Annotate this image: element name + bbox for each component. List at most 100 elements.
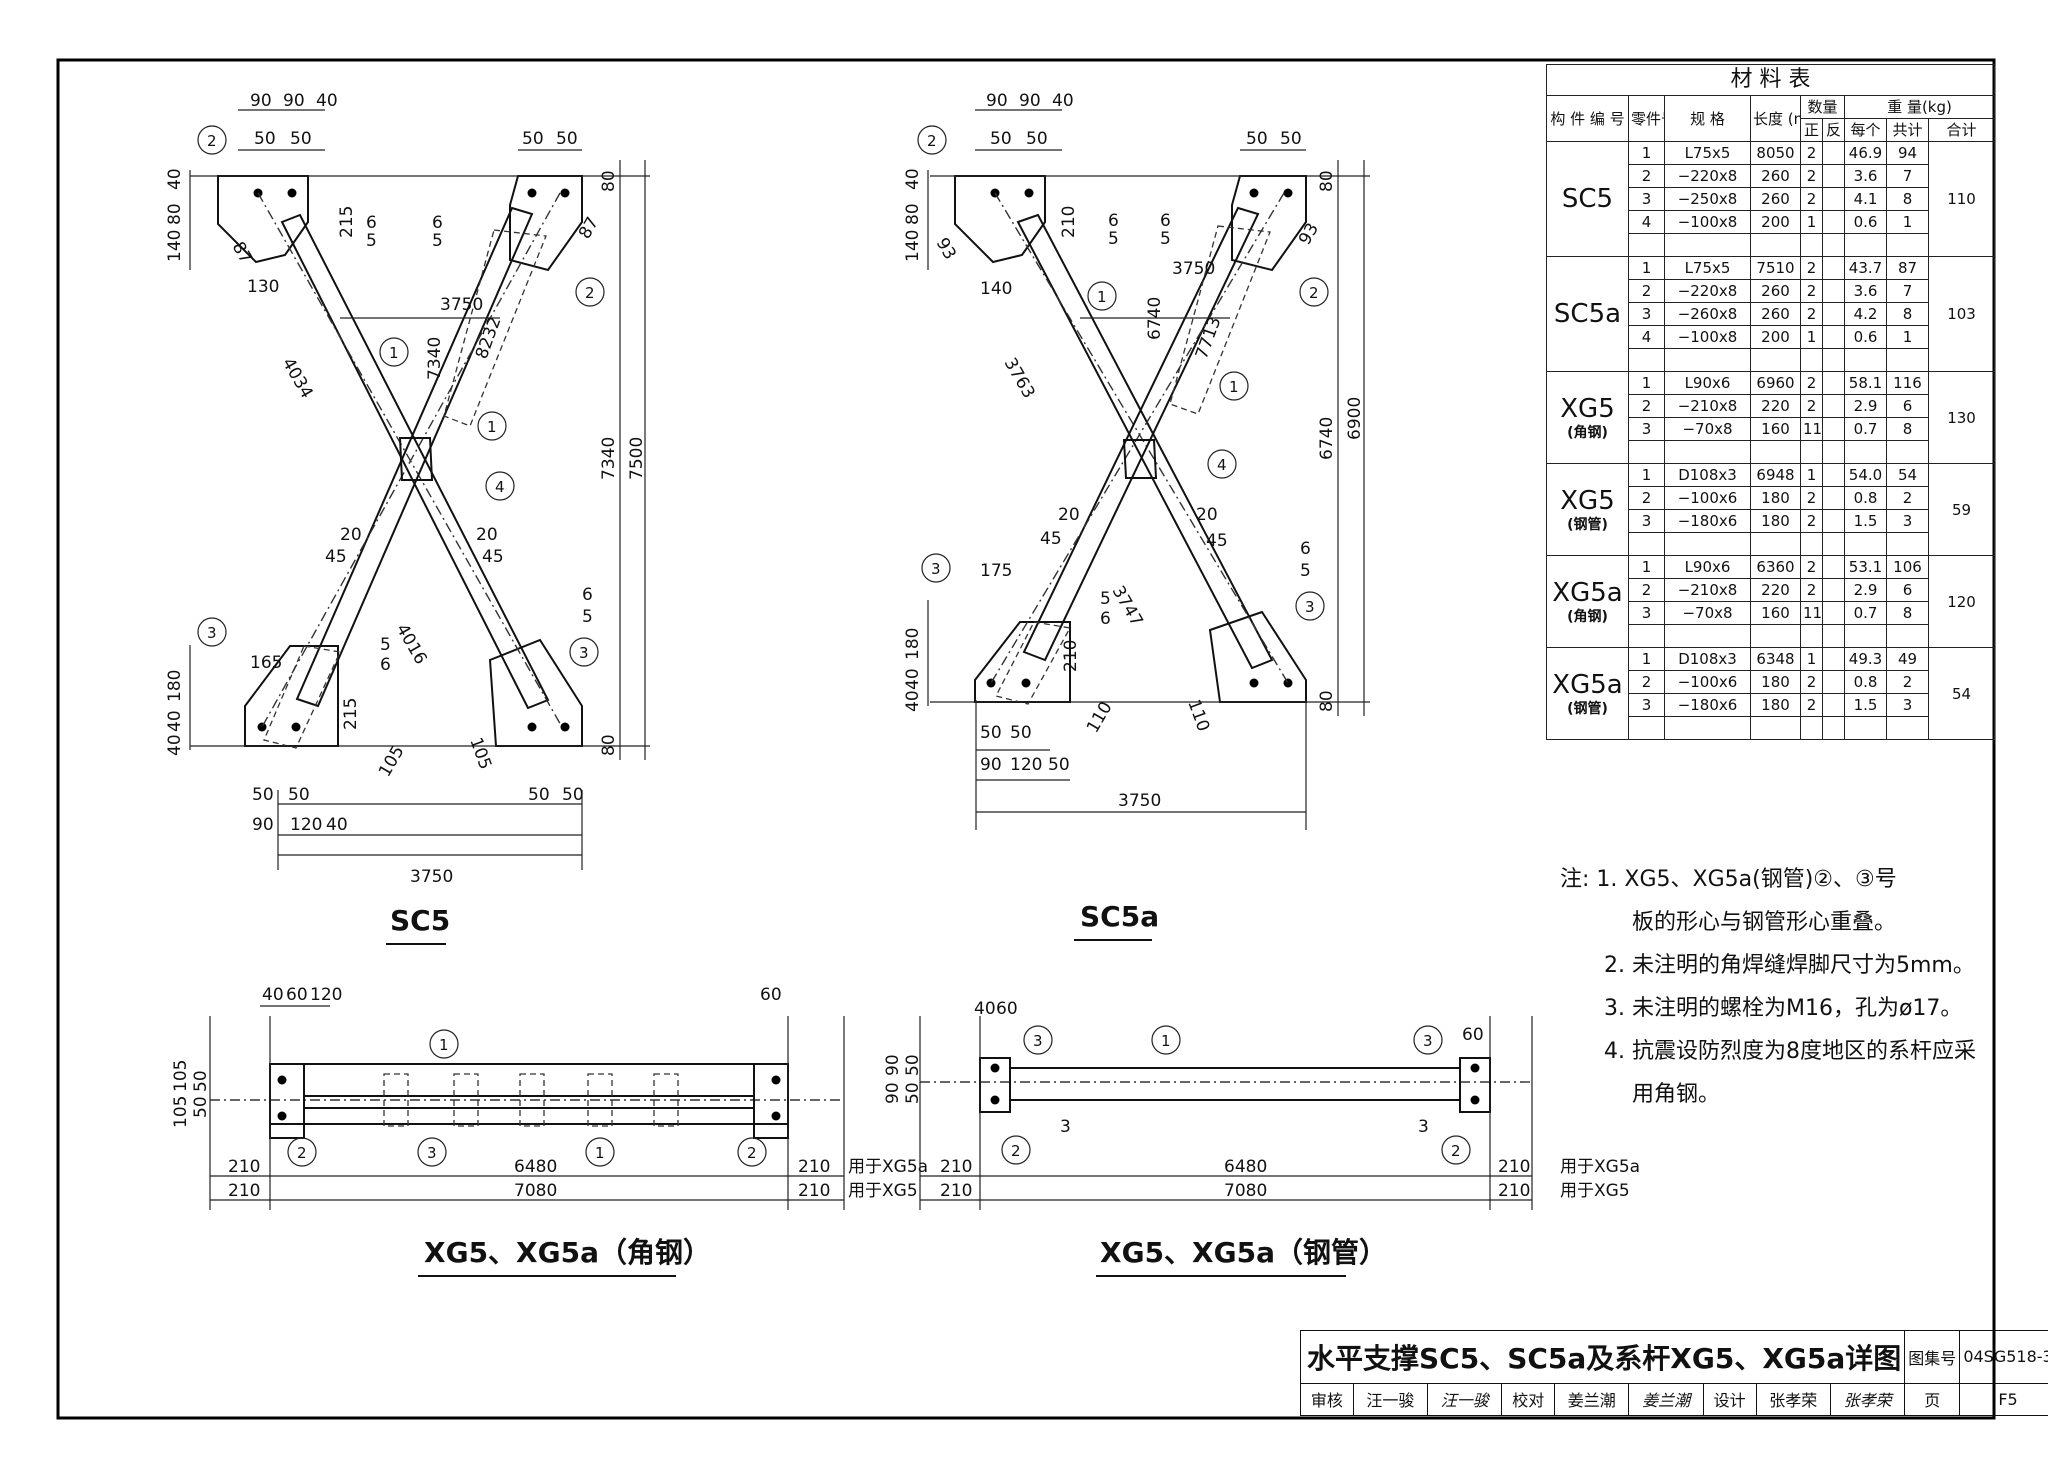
svg-text:用于XG5a: 用于XG5a: [1560, 1157, 1640, 1177]
svg-text:1: 1: [487, 418, 497, 436]
cell-each: 49.3: [1844, 647, 1887, 671]
svg-text:50: 50: [1246, 129, 1268, 149]
cell-empty: [1750, 440, 1801, 464]
svg-text:50: 50: [1048, 755, 1070, 775]
cell-neg: [1822, 279, 1845, 303]
svg-text:6480: 6480: [514, 1157, 557, 1177]
cell-spec: L90x6: [1664, 371, 1751, 395]
svg-text:2: 2: [747, 1144, 757, 1162]
svg-text:1: 1: [1229, 378, 1239, 396]
cell-neg: [1822, 486, 1845, 510]
svg-text:80: 80: [599, 170, 619, 192]
svg-text:45: 45: [482, 547, 504, 567]
svg-text:1: 1: [1161, 1032, 1171, 1050]
cell-empty: [1844, 716, 1887, 740]
cell-neg: [1822, 256, 1845, 280]
cell-len: 6348: [1750, 647, 1801, 671]
svg-text:210: 210: [1059, 206, 1079, 238]
svg-text:6: 6: [1100, 609, 1111, 629]
table-row-spacer: [1547, 233, 1995, 257]
cell-empty: [1664, 624, 1751, 648]
svg-text:1: 1: [439, 1036, 449, 1054]
svg-text:60: 60: [996, 999, 1018, 1019]
svg-text:3: 3: [1033, 1032, 1043, 1050]
cell-spec: −70x8: [1664, 417, 1751, 441]
cell-spec: D108x3: [1664, 647, 1751, 671]
cell-empty: [1664, 233, 1751, 257]
cell-total: 49: [1886, 647, 1929, 671]
cell-spec: −210x8: [1664, 394, 1751, 418]
svg-text:50: 50: [288, 785, 310, 805]
member-code-text: XG5: [1560, 485, 1615, 516]
cell-len: 260: [1750, 187, 1801, 211]
hdr-qty: 数量: [1800, 95, 1845, 119]
cell-empty: [1822, 532, 1845, 556]
cell-neg: [1822, 647, 1845, 671]
atlas-label: 图集号: [1904, 1330, 1961, 1384]
svg-text:3: 3: [1423, 1032, 1433, 1050]
svg-text:2: 2: [297, 1144, 307, 1162]
cell-empty: [1800, 624, 1823, 648]
hdr-sum: 合计: [1927, 118, 1996, 142]
svg-text:90: 90: [283, 91, 305, 111]
cell-no: 3: [1628, 417, 1665, 441]
svg-text:80: 80: [1317, 690, 1337, 712]
svg-text:45: 45: [325, 547, 347, 567]
svg-text:40: 40: [974, 999, 996, 1019]
svg-text:40: 40: [326, 815, 348, 835]
sc5a-title: SC5a: [1080, 900, 1159, 933]
cell-len: 160: [1750, 417, 1801, 441]
svg-text:7080: 7080: [1224, 1181, 1267, 1201]
cell-neg: [1822, 578, 1845, 602]
member-sub: (钢管): [1567, 516, 1608, 533]
cell-pos: 2: [1800, 693, 1823, 717]
cell-spec: −100x6: [1664, 670, 1751, 694]
cell-total: 106: [1886, 555, 1929, 579]
cell-empty: [1886, 233, 1929, 257]
svg-text:180: 180: [165, 670, 185, 702]
svg-text:3750: 3750: [1118, 791, 1161, 811]
cell-empty: [1750, 624, 1801, 648]
xg-pipe-title: XG5、XG5a（钢管）: [1100, 1236, 1387, 1269]
cell-each: 0.6: [1844, 210, 1887, 234]
cell-len: 6960: [1750, 371, 1801, 395]
svg-text:7340: 7340: [425, 337, 445, 380]
cell-neg: [1822, 371, 1845, 395]
svg-text:7080: 7080: [514, 1181, 557, 1201]
svg-text:45: 45: [1206, 531, 1228, 551]
cell-neg: [1822, 394, 1845, 418]
cell-empty: [1750, 348, 1801, 372]
svg-text:93: 93: [932, 235, 960, 264]
svg-text:7340: 7340: [599, 437, 619, 480]
svg-text:2: 2: [1011, 1142, 1021, 1160]
svg-text:6: 6: [432, 213, 443, 233]
cell-len: 260: [1750, 302, 1801, 326]
cell-no: 1: [1628, 463, 1665, 487]
cell-empty: [1800, 348, 1823, 372]
svg-text:105: 105: [465, 735, 495, 772]
cell-no: 3: [1628, 509, 1665, 533]
cell-each: 3.6: [1844, 164, 1887, 188]
note-line: 1. XG5、XG5a(钢管)②、③号: [1596, 867, 1897, 892]
svg-text:6740: 6740: [1145, 297, 1165, 340]
cell-neg: [1822, 210, 1845, 234]
svg-text:6: 6: [1300, 539, 1311, 559]
review-label: 审核: [1300, 1382, 1354, 1417]
svg-text:5: 5: [366, 231, 377, 251]
svg-text:93: 93: [1295, 220, 1323, 249]
cell-each: 0.8: [1844, 486, 1887, 510]
cell-empty: [1800, 233, 1823, 257]
cell-no: 1: [1628, 371, 1665, 395]
cell-empty: [1822, 233, 1845, 257]
cell-pos: 1: [1800, 463, 1823, 487]
cell-neg: [1822, 555, 1845, 579]
cell-pos: 2: [1800, 141, 1823, 165]
cell-empty: [1822, 716, 1845, 740]
svg-text:105: 105: [171, 1096, 191, 1128]
svg-text:50: 50: [903, 1082, 923, 1104]
svg-text:5: 5: [1100, 589, 1111, 609]
svg-text:用于XG5: 用于XG5: [1560, 1181, 1630, 1201]
